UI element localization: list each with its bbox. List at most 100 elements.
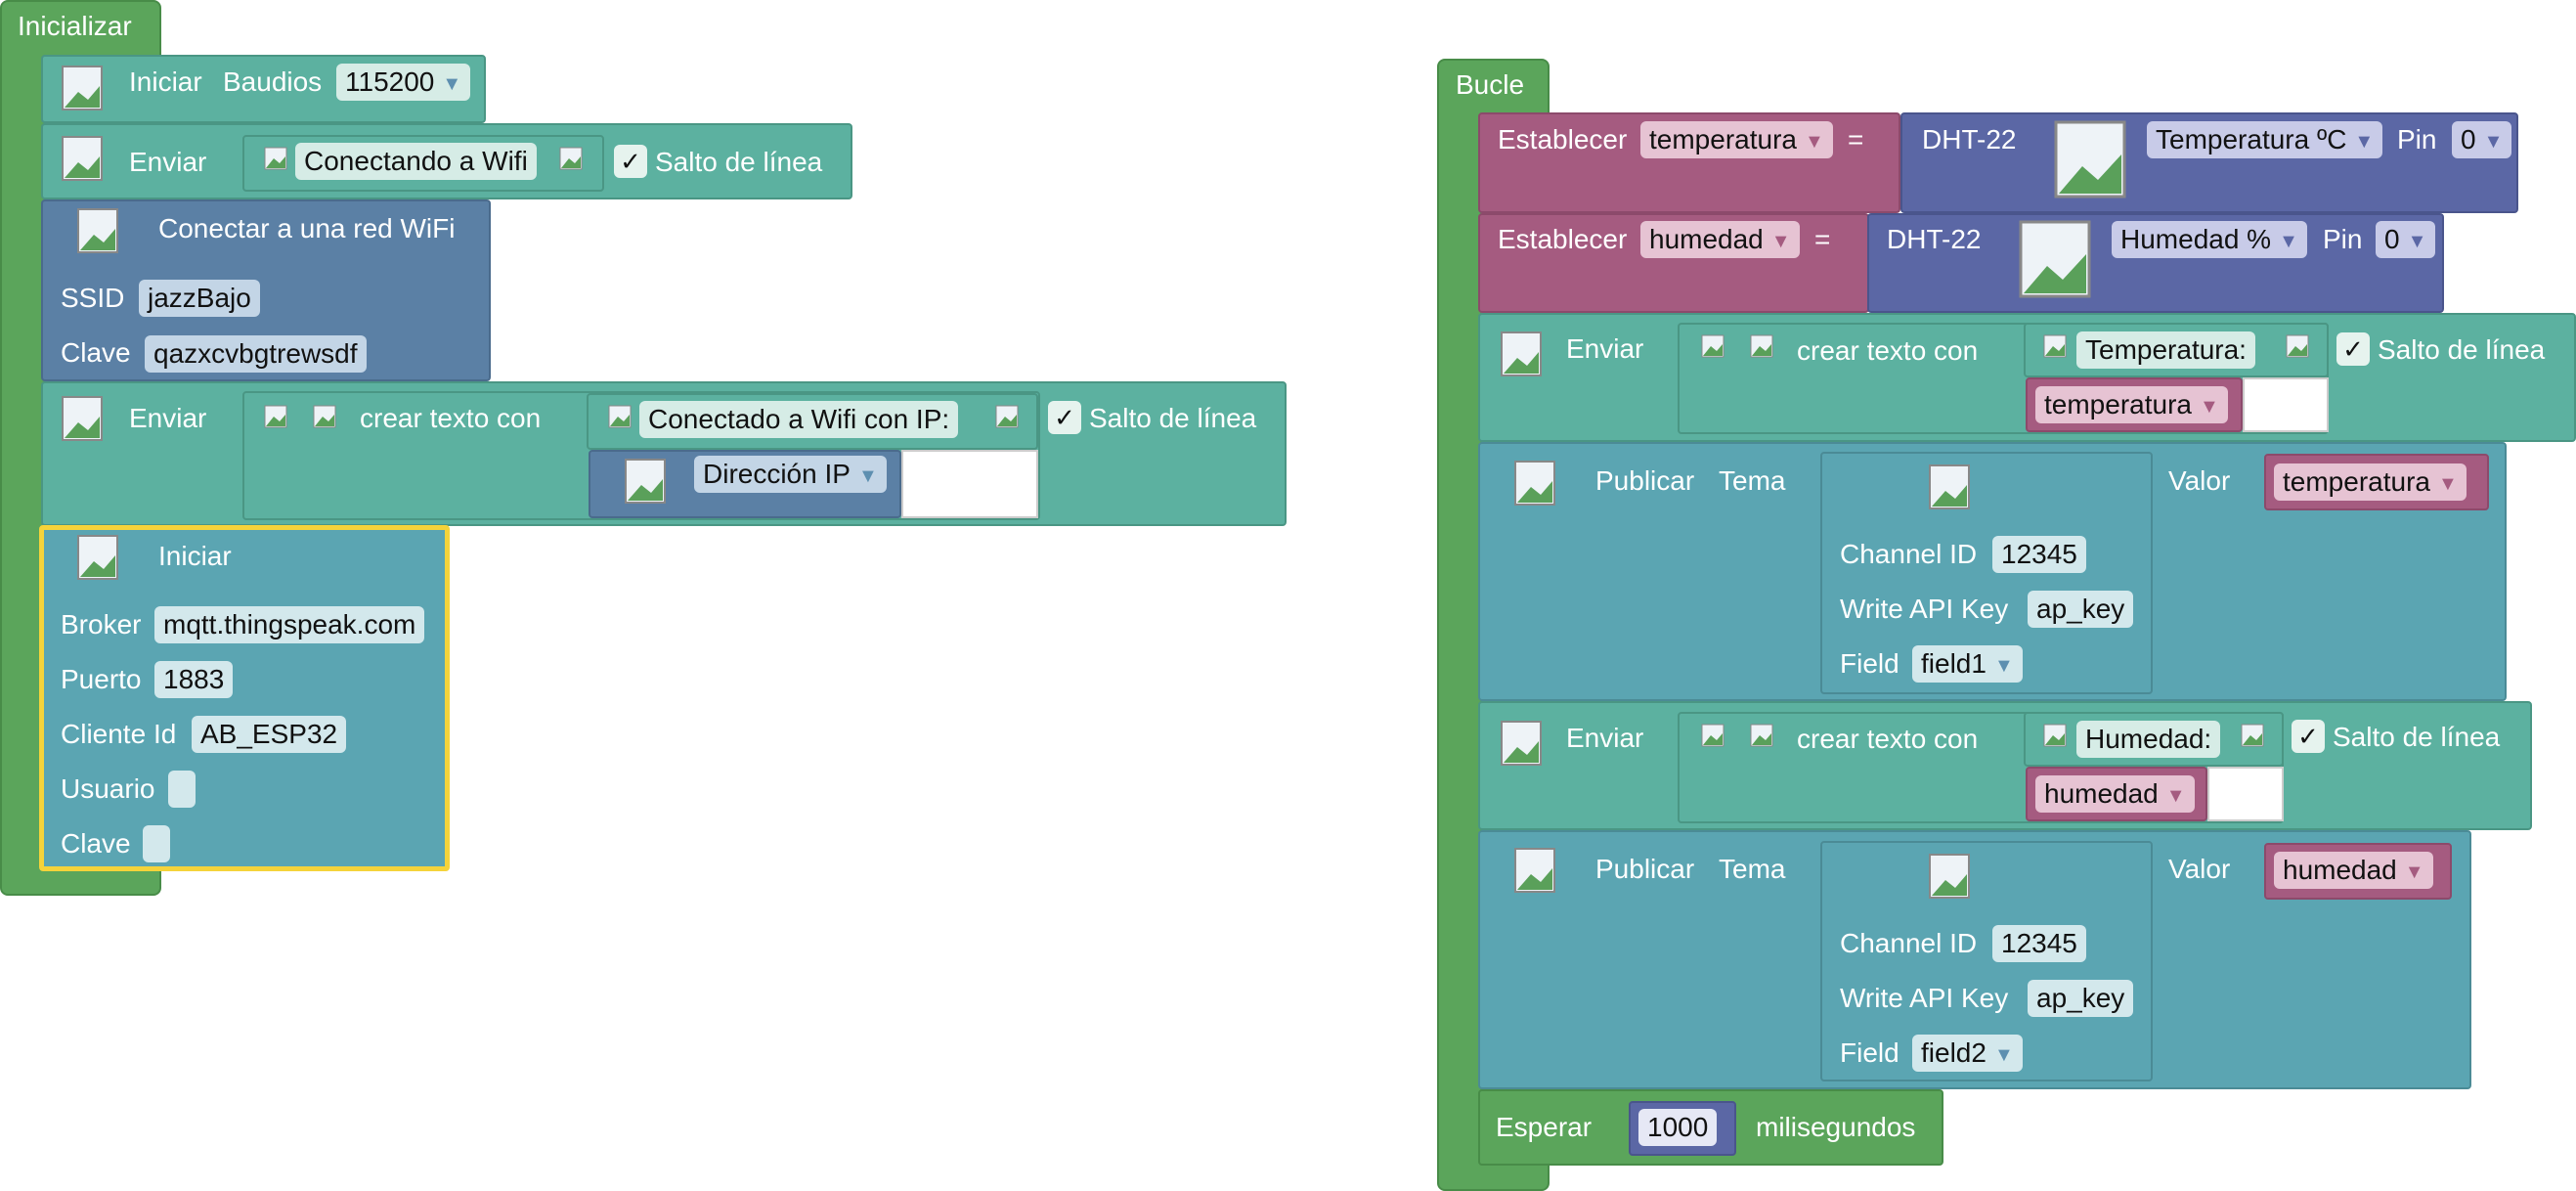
measure-dropdown[interactable]: Temperatura ºC▼	[2147, 121, 2383, 158]
api-key-label: Write API Key	[1840, 594, 2009, 624]
quote-right-icon	[995, 405, 1019, 428]
mqtt-key-field[interactable]	[143, 825, 170, 862]
text-value-field[interactable]: Humedad:	[2076, 721, 2221, 758]
publish-label: Publicar	[1595, 854, 1695, 884]
wifi-title: Conectar a una red WiFi	[158, 213, 456, 243]
join-label: crear texto con	[360, 403, 542, 433]
dropdown-arrow-icon: ▼	[1804, 130, 1824, 153]
plus-icon[interactable]	[1750, 334, 1773, 358]
equals-label: =	[1848, 124, 1864, 154]
broken-image-icon	[2054, 120, 2126, 198]
var-dropdown-humedad[interactable]: humedad▼	[1640, 221, 1800, 258]
dropdown-arrow-icon: ▼	[1770, 230, 1791, 252]
broken-image-icon	[1929, 854, 1970, 899]
pin-label: Pin	[2397, 124, 2437, 154]
mqtt-init-title: Iniciar	[158, 541, 232, 571]
sensor-label: DHT-22	[1887, 224, 1982, 254]
wait-label: Esperar	[1496, 1112, 1593, 1142]
quote-right-icon	[2286, 334, 2309, 358]
client-id-field[interactable]: AB_ESP32	[192, 716, 347, 753]
channel-field[interactable]: 12345	[1992, 536, 2086, 573]
var-dropdown-humedad[interactable]: humedad▼	[2274, 852, 2433, 889]
dropdown-arrow-icon: ▼	[442, 72, 462, 95]
field-label: Field	[1840, 1037, 1899, 1068]
broker-field[interactable]: mqtt.thingspeak.com	[154, 606, 425, 643]
newline-label: Salto de línea	[1089, 403, 1257, 433]
api-key-field[interactable]: ap_key	[2028, 980, 2134, 1017]
ssid-field[interactable]: jazzBajo	[139, 280, 260, 317]
var-dropdown-temperatura[interactable]: temperatura▼	[2035, 386, 2228, 423]
wifi-key-field[interactable]: qazxcvbgtrewsdf	[145, 335, 367, 373]
field-label: Field	[1840, 648, 1899, 679]
broken-image-icon	[1929, 464, 1970, 509]
ip-dropdown[interactable]: Dirección IP▼	[694, 456, 887, 493]
broken-image-icon	[625, 459, 666, 504]
empty-input-slot[interactable]	[901, 450, 1038, 518]
value-label: Valor	[2168, 465, 2231, 496]
send-label: Enviar	[129, 403, 207, 433]
empty-input-slot[interactable]	[2207, 767, 2284, 821]
value-label: Valor	[2168, 854, 2231, 884]
gear-icon[interactable]	[264, 405, 287, 428]
field-dropdown[interactable]: field1▼	[1912, 645, 2023, 683]
newline-checkbox[interactable]: ✓	[614, 145, 647, 178]
text-value-field[interactable]: Temperatura:	[2076, 331, 2255, 369]
empty-input-slot[interactable]	[2243, 377, 2329, 432]
newline-label: Salto de línea	[2333, 722, 2501, 752]
gear-icon[interactable]	[1701, 724, 1725, 747]
publish-label: Publicar	[1595, 465, 1695, 496]
var-dropdown-temperatura[interactable]: temperatura▼	[1640, 121, 1833, 158]
plus-icon[interactable]	[313, 405, 336, 428]
user-label: Usuario	[61, 773, 155, 804]
channel-label: Channel ID	[1840, 928, 1978, 958]
api-key-field[interactable]: ap_key	[2028, 591, 2134, 628]
baud-dropdown[interactable]: 115200▼	[336, 64, 471, 101]
var-dropdown-temperatura[interactable]: temperatura▼	[2274, 463, 2467, 501]
client-id-label: Cliente Id	[61, 719, 177, 749]
user-field[interactable]	[168, 771, 196, 808]
dropdown-arrow-icon: ▼	[2279, 230, 2298, 252]
broken-image-icon	[2019, 220, 2091, 298]
wifi-key-label: Clave	[61, 337, 131, 368]
broken-image-icon	[77, 208, 118, 253]
quote-left-icon	[608, 405, 632, 428]
plus-icon[interactable]	[1750, 724, 1773, 747]
mqtt-key-label: Clave	[61, 828, 131, 859]
channel-field[interactable]: 12345	[1992, 925, 2086, 962]
newline-checkbox[interactable]: ✓	[2336, 332, 2370, 366]
set-label: Establecer	[1498, 224, 1628, 254]
newline-label: Salto de línea	[2378, 334, 2546, 365]
text-value-field[interactable]: Conectando a Wifi	[295, 143, 537, 180]
newline-checkbox[interactable]: ✓	[1048, 401, 1081, 434]
measure-dropdown[interactable]: Humedad %▼	[2112, 221, 2307, 258]
wait-ms-field[interactable]: 1000	[1638, 1109, 1718, 1146]
var-dropdown-humedad[interactable]: humedad▼	[2035, 775, 2195, 813]
newline-label: Salto de línea	[655, 147, 823, 177]
dropdown-arrow-icon: ▼	[857, 464, 878, 487]
join-label: crear texto con	[1797, 724, 1979, 754]
set-label: Establecer	[1498, 124, 1628, 154]
ssid-label: SSID	[61, 283, 125, 313]
quote-left-icon	[2043, 334, 2067, 358]
broken-image-icon	[1514, 461, 1555, 506]
dropdown-arrow-icon: ▼	[2354, 130, 2375, 153]
pin-dropdown[interactable]: 0▼	[2376, 221, 2436, 258]
topic-label: Tema	[1719, 465, 1786, 496]
pin-dropdown[interactable]: 0▼	[2452, 121, 2512, 158]
dht22-temp-block[interactable]	[1900, 112, 2518, 213]
port-label: Puerto	[61, 664, 142, 694]
dropdown-arrow-icon: ▼	[2437, 472, 2458, 495]
newline-checkbox[interactable]: ✓	[2292, 720, 2325, 753]
setup-hat-label: Inicializar	[18, 11, 132, 41]
field-dropdown[interactable]: field2▼	[1912, 1035, 2023, 1072]
mqtt-init-block[interactable]	[39, 525, 450, 871]
dropdown-arrow-icon: ▼	[2483, 130, 2504, 153]
gear-icon[interactable]	[1701, 334, 1725, 358]
send-label: Enviar	[1566, 723, 1644, 753]
quote-right-icon	[559, 147, 583, 170]
loop-hat-label: Bucle	[1456, 69, 1525, 100]
text-value-field[interactable]: Conectado a Wifi con IP:	[639, 401, 959, 438]
pin-label: Pin	[2323, 224, 2363, 254]
port-field[interactable]: 1883	[154, 661, 234, 698]
dropdown-arrow-icon: ▼	[2199, 395, 2219, 418]
